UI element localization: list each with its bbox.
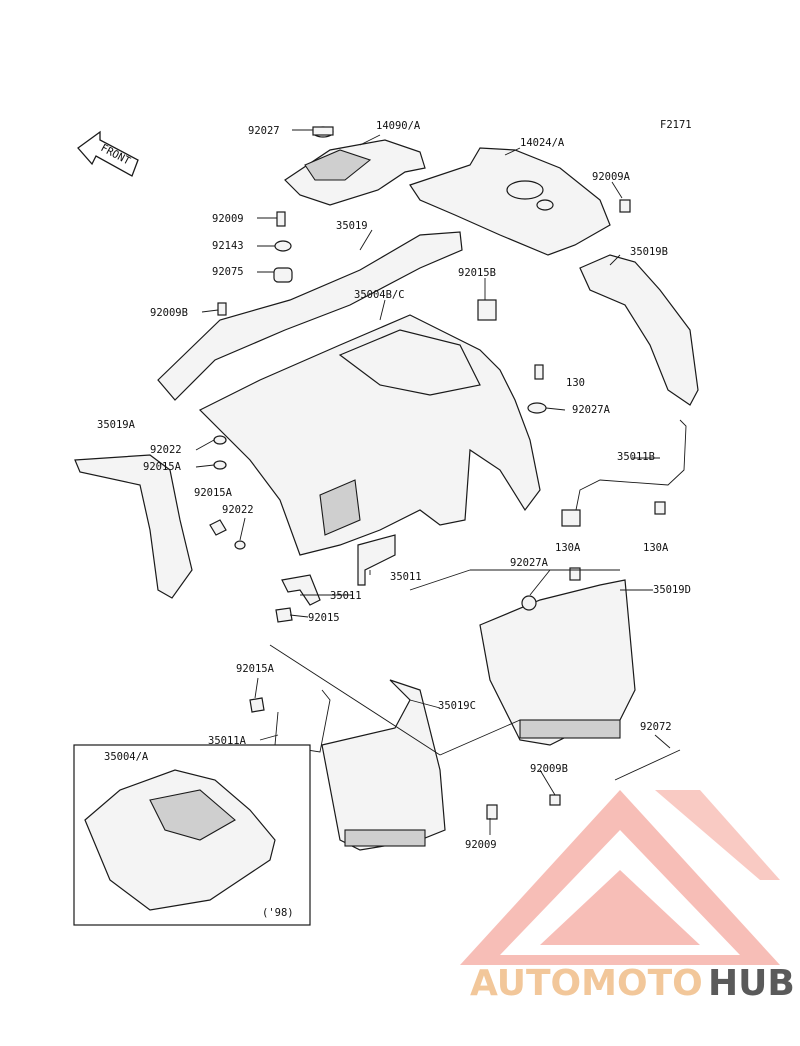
label-14090a: 14090/A bbox=[376, 120, 421, 132]
label-92015a: 92015A bbox=[143, 461, 182, 473]
flap-35019c-part bbox=[321, 679, 446, 851]
label-92027a-2: 92027A bbox=[510, 557, 549, 569]
bracket-35011-part bbox=[281, 534, 396, 606]
label-92022: 92022 bbox=[150, 444, 182, 456]
label-35019: 35019 bbox=[336, 220, 368, 232]
leader-lines bbox=[195, 129, 671, 835]
part-labels: 92027 14090/A 14024/A 92009A 92009 35019… bbox=[97, 120, 691, 851]
rear-cover-part bbox=[409, 147, 611, 256]
bar-35011b-part bbox=[561, 419, 687, 527]
watermark-logo bbox=[460, 790, 780, 965]
bracket-35011a-part bbox=[274, 689, 331, 753]
label-35011-2: 35011 bbox=[330, 590, 362, 602]
label-92009b: 92009B bbox=[150, 307, 188, 319]
seat-cover-part bbox=[284, 139, 426, 206]
inset-year: ('98) bbox=[262, 907, 294, 919]
flap-35019a-part bbox=[74, 454, 193, 599]
label-92027a: 92027A bbox=[572, 404, 611, 416]
label-130a-2: 130A bbox=[643, 542, 669, 554]
label-35019b: 35019B bbox=[630, 246, 668, 258]
label-92075: 92075 bbox=[212, 266, 244, 278]
grommet-part bbox=[312, 126, 334, 138]
inset-box: ('98) bbox=[73, 744, 311, 926]
label-35019a: 35019A bbox=[97, 419, 136, 431]
fasteners bbox=[209, 199, 681, 820]
label-92009-2: 92009 bbox=[465, 839, 497, 851]
label-92015a-3: 92015A bbox=[236, 663, 275, 675]
label-92072: 92072 bbox=[640, 721, 672, 733]
label-92009: 92009 bbox=[212, 213, 244, 225]
label-92009a: 92009A bbox=[592, 171, 631, 183]
label-92027: 92027 bbox=[248, 125, 280, 137]
label-35011a: 35011A bbox=[208, 735, 247, 747]
label-14024a: 14024/A bbox=[520, 137, 565, 149]
label-92015: 92015 bbox=[308, 612, 340, 624]
label-130: 130 bbox=[566, 377, 585, 389]
main-fender-part bbox=[198, 314, 541, 556]
label-92015a-2: 92015A bbox=[194, 487, 233, 499]
watermark-word-1: AUTOMOTO bbox=[470, 963, 703, 1004]
watermark-word-2: HUB bbox=[708, 963, 795, 1004]
label-35004a: 35004/A bbox=[104, 751, 149, 763]
label-35011b: 35011B bbox=[617, 451, 655, 463]
label-35019c: 35019C bbox=[438, 700, 476, 712]
label-92143: 92143 bbox=[212, 240, 244, 252]
watermark-text: AUTOMOTO HUB bbox=[470, 963, 795, 1004]
flap-35019d-part bbox=[479, 579, 636, 746]
label-35011: 35011 bbox=[390, 571, 422, 583]
label-35004bc: 35004B/C bbox=[354, 289, 405, 301]
front-arrow-icon: FRONT bbox=[77, 130, 139, 177]
flap-35019b-part bbox=[579, 254, 699, 406]
label-130a: 130A bbox=[555, 542, 581, 554]
label-35019d: 35019D bbox=[653, 584, 691, 596]
label-92015b: 92015B bbox=[458, 267, 496, 279]
label-92022-2: 92022 bbox=[222, 504, 254, 516]
label-92009b-2: 92009B bbox=[530, 763, 568, 775]
figure-code: F2171 bbox=[660, 119, 692, 131]
flap-35019-part bbox=[157, 231, 463, 401]
